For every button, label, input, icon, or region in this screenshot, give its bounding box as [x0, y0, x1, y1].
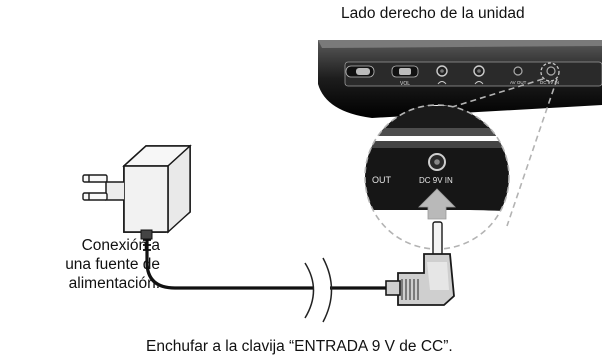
zoom-dc-in-label: DC 9V IN	[419, 176, 453, 185]
portable-unit-side: VOL AV OUT DC 9V IN	[318, 40, 602, 118]
plug-instruction-caption: Enchufar a la clavija “ENTRADA 9 V de CC…	[146, 338, 453, 355]
svg-text:VOL: VOL	[400, 81, 410, 87]
insert-arrow-icon	[418, 188, 456, 220]
headphone-jack-1	[436, 65, 448, 77]
power-source-line-3: alimentación.	[68, 275, 160, 292]
unit-side-caption: Lado derecho de la unidad	[341, 5, 525, 22]
zoom-out-label: OUT	[372, 175, 392, 185]
adapter-prongs	[82, 174, 108, 201]
zoom-guide-lines	[383, 78, 558, 227]
dc-plug-icon	[385, 221, 455, 306]
ac-adapter-plug-icon	[82, 144, 192, 251]
dc-in-jack-small: DC 9V IN	[540, 62, 560, 85]
power-switch	[345, 65, 375, 78]
power-source-line-2: una fuente de	[65, 256, 160, 273]
power-cable	[145, 237, 386, 290]
av-out-jack: AV OUT	[510, 66, 527, 85]
dc-in-label: DC 9V IN	[540, 80, 559, 85]
cable-break-mark	[304, 257, 333, 323]
power-source-caption: Conexión a una fuente de alimentación.	[0, 236, 160, 293]
zoom-dc-in-jack	[428, 153, 446, 171]
power-source-line-1: Conexión a	[81, 237, 160, 254]
headphone-jack-icon	[437, 81, 484, 85]
dc-in-zoom-view: OUT DC 9V IN	[364, 104, 510, 250]
av-out-label: AV OUT	[510, 80, 527, 85]
volume-slider: VOL	[391, 65, 419, 87]
cable-strain-relief	[143, 239, 151, 251]
headphone-jack-2	[473, 65, 485, 77]
